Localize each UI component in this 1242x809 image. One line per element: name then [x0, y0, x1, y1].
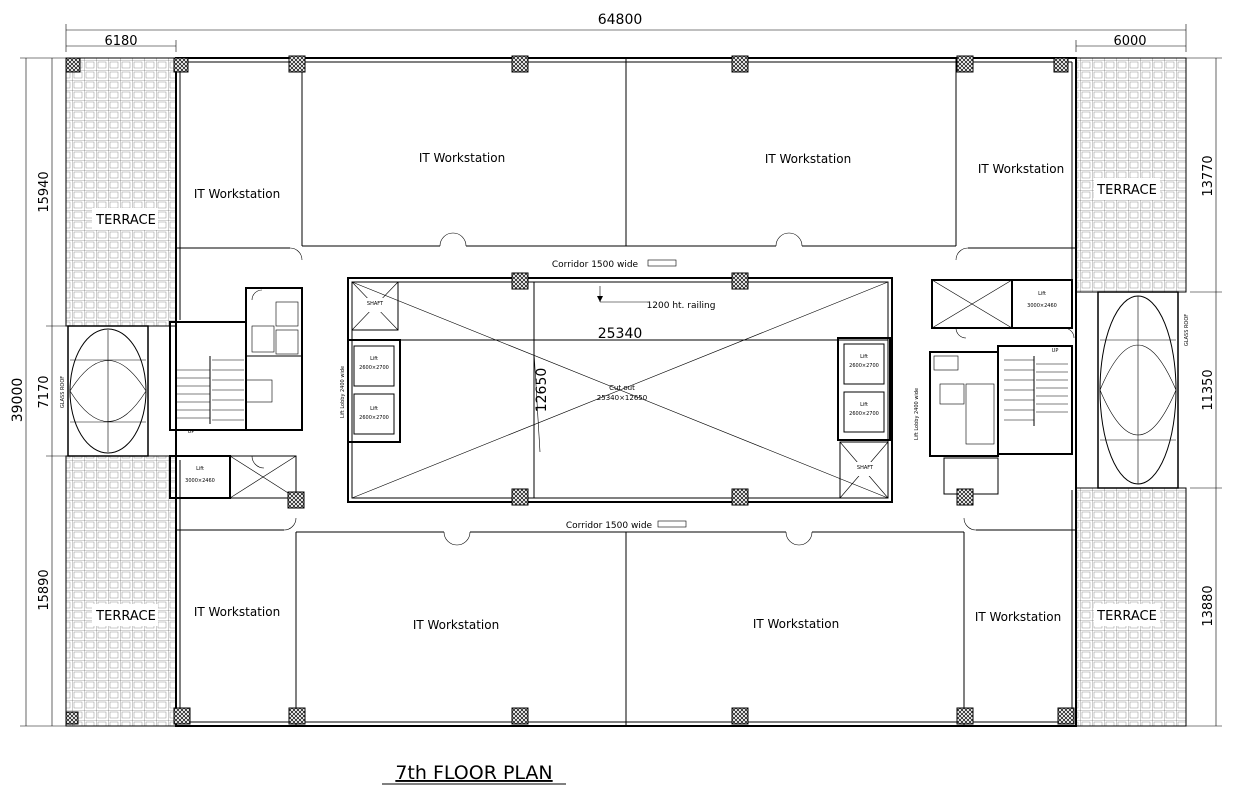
- left-mid-dim: 7170: [37, 375, 52, 408]
- shaft-label-left: SHAFT: [367, 301, 384, 307]
- workstation-bottom-4: IT Workstation: [975, 610, 1061, 624]
- bottom-workstation-partitions: [176, 517, 1076, 726]
- lift-label-4: Lift: [860, 402, 868, 408]
- lift-size-2: 2600×2700: [359, 415, 389, 421]
- shaft-label-right: SHAFT: [857, 465, 874, 471]
- cutout-height-dim: 12650: [534, 368, 550, 413]
- terrace-label-top-left: TERRACE: [95, 213, 156, 228]
- terrace-label-top-right: TERRACE: [1096, 183, 1157, 198]
- cutout-label: Cut out: [609, 384, 635, 392]
- dimension-lines: [20, 24, 1222, 727]
- glass-roof-label-right: GLASS ROOF: [1184, 314, 1190, 346]
- lift-size-3: 2600×2700: [849, 363, 879, 369]
- lift-size-4: 2600×2700: [849, 411, 879, 417]
- left-service-core: [169, 287, 303, 499]
- cutout-size-label: 25340×12650: [597, 394, 647, 402]
- level-tag-bottom: [657, 520, 687, 528]
- stair-up-label-right: UP: [1052, 348, 1059, 354]
- corridor-label-top: Corridor 1500 wide: [552, 260, 639, 270]
- workstation-top-1: IT Workstation: [194, 187, 280, 201]
- lift-size-right-core: 3000×2460: [1027, 303, 1057, 309]
- lift-label-3: Lift: [860, 354, 868, 360]
- lift-lobby-label-left: Lift Lobby 2400 wide: [340, 366, 346, 418]
- terrace-label-bottom-left: TERRACE: [95, 609, 156, 624]
- left-bottom-dim: 15890: [37, 569, 52, 610]
- left-top-dim: 15940: [37, 171, 52, 212]
- workstation-top-3: IT Workstation: [765, 152, 851, 166]
- lift-size-1: 2600×2700: [359, 365, 389, 371]
- workstation-top-4: IT Workstation: [978, 162, 1064, 176]
- right-service-core: [929, 279, 1075, 495]
- lift-label-right-core: Lift: [1038, 291, 1046, 297]
- workstation-bottom-2: IT Workstation: [413, 618, 499, 632]
- glass-roof-left: [67, 325, 149, 457]
- stair-up-label-left: UP: [188, 429, 195, 435]
- lift-label-left-core: Lift: [196, 466, 204, 472]
- railing-label: 1200 ht. railing: [647, 301, 716, 311]
- workstation-bottom-3: IT Workstation: [753, 617, 839, 631]
- overall-height-dim: 39000: [10, 378, 26, 423]
- lift-label-1: Lift: [370, 356, 378, 362]
- right-bay-dim: 6000: [1113, 34, 1146, 49]
- glass-roof-right: [1097, 291, 1179, 489]
- lift-lobby-label-right: Lift Lobby 2400 wide: [914, 388, 920, 440]
- glass-roof-label-left: GLASS ROOF: [60, 376, 66, 408]
- plan-title: 7th FLOOR PLAN: [395, 762, 552, 784]
- level-tag-top: [647, 259, 677, 267]
- corridor-label-bottom: Corridor 1500 wide: [566, 521, 653, 531]
- left-bay-dim: 6180: [104, 34, 137, 49]
- terraces: [65, 57, 1187, 727]
- right-bottom-dim: 13880: [1201, 585, 1216, 626]
- workstation-top-2: IT Workstation: [419, 151, 505, 165]
- structural-columns: [65, 55, 1075, 725]
- central-lifts-left: [347, 281, 401, 443]
- lift-label-2: Lift: [370, 406, 378, 412]
- right-top-dim: 13770: [1201, 155, 1216, 196]
- lift-size-left-core: 3000×2460: [185, 478, 215, 484]
- terrace-label-bottom-right: TERRACE: [1096, 609, 1157, 624]
- overall-width-dim: 64800: [598, 12, 643, 28]
- right-mid-dim: 11350: [1201, 369, 1216, 410]
- workstation-bottom-1: IT Workstation: [194, 605, 280, 619]
- cutout-width-dim: 25340: [598, 326, 643, 342]
- top-workstation-partitions: [176, 58, 1076, 261]
